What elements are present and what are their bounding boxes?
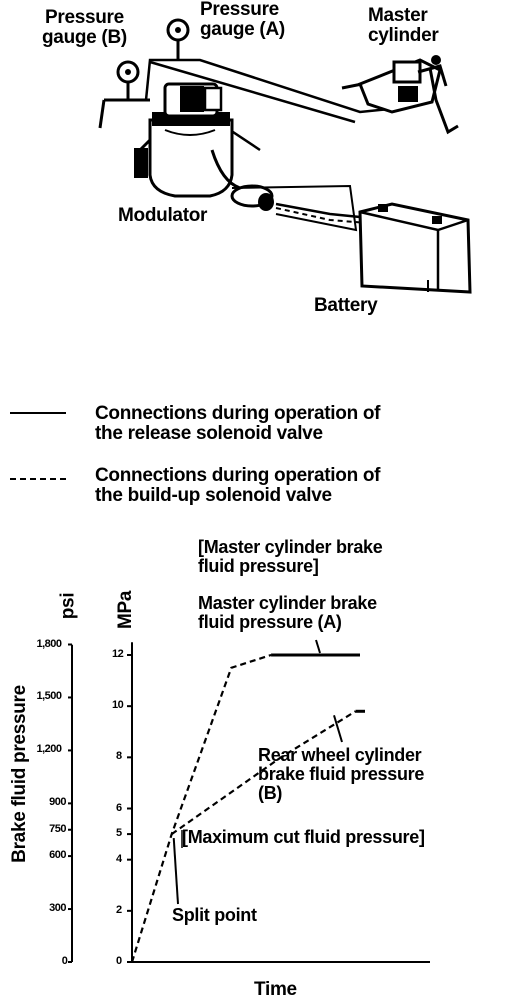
- psi-tick-label: 1,200: [36, 743, 63, 756]
- series-line-master-a: [130, 653, 272, 963]
- annotation-master-a: Master cylinder brake fluid pressure (A): [198, 593, 377, 632]
- mpa-tick-label: 6: [116, 801, 122, 814]
- annotation-split-point: Split point: [172, 905, 257, 925]
- y-unit-mpa: MPa: [115, 590, 137, 630]
- label-pressure-gauge-b: Pressure gauge (B): [42, 7, 127, 48]
- pressure-chart: [68, 639, 430, 963]
- pressure-gauge-a: [166, 18, 190, 60]
- master-cylinder: [341, 55, 459, 135]
- psi-tick-label: 1,800: [36, 637, 63, 650]
- psi-tick-label: 750: [49, 822, 66, 835]
- mpa-tick-label: 10: [112, 699, 124, 712]
- psi-tick-label: 600: [49, 849, 66, 862]
- x-axis-title: Time: [254, 979, 297, 1000]
- leader-master-a: [315, 639, 321, 654]
- series-line-rear-b: [171, 710, 357, 836]
- mpa-tick-label: 4: [116, 852, 122, 865]
- psi-tick-label: 900: [49, 796, 66, 809]
- legend-solid-text: Connections during operation of the rele…: [95, 403, 381, 444]
- pressure-gauge-b: [98, 60, 150, 129]
- legend-dashed-line: [10, 478, 66, 480]
- annotation-bracket-master: [Master cylinder brake fluid pressure]: [198, 537, 383, 576]
- label-pressure-gauge-a: Pressure gauge (A): [200, 0, 285, 40]
- annotation-rear-b: Rear wheel cylinder brake fluid pressure…: [258, 745, 425, 803]
- annotation-max-cut: [Maximum cut fluid pressure]: [182, 827, 425, 847]
- psi-tick-label: 1,500: [36, 690, 63, 703]
- mpa-tick-label: 5: [116, 827, 122, 840]
- y-unit-psi: psi: [57, 592, 79, 620]
- mpa-tick-label: 8: [116, 750, 122, 763]
- label-battery: Battery: [314, 295, 378, 316]
- mpa-tick-label: 0: [116, 955, 122, 967]
- abs-test-setup-diagram: [98, 18, 472, 294]
- leader-split-point: [172, 838, 179, 905]
- y-axis-title: Brake fluid pressure: [9, 685, 31, 863]
- label-master-cylinder: Master cylinder: [368, 5, 439, 46]
- psi-tick-label: 300: [49, 902, 66, 915]
- mpa-tick-label: 2: [116, 903, 122, 916]
- leader-rear-b: [333, 714, 343, 743]
- legend-dashed-text: Connections during operation of the buil…: [95, 465, 381, 506]
- legend-solid-line: [10, 412, 66, 414]
- label-modulator: Modulator: [118, 205, 208, 226]
- battery: [358, 202, 472, 294]
- psi-tick-label: 0: [61, 955, 68, 967]
- modulator-unit: [134, 82, 234, 198]
- mpa-tick-label: 12: [112, 648, 124, 660]
